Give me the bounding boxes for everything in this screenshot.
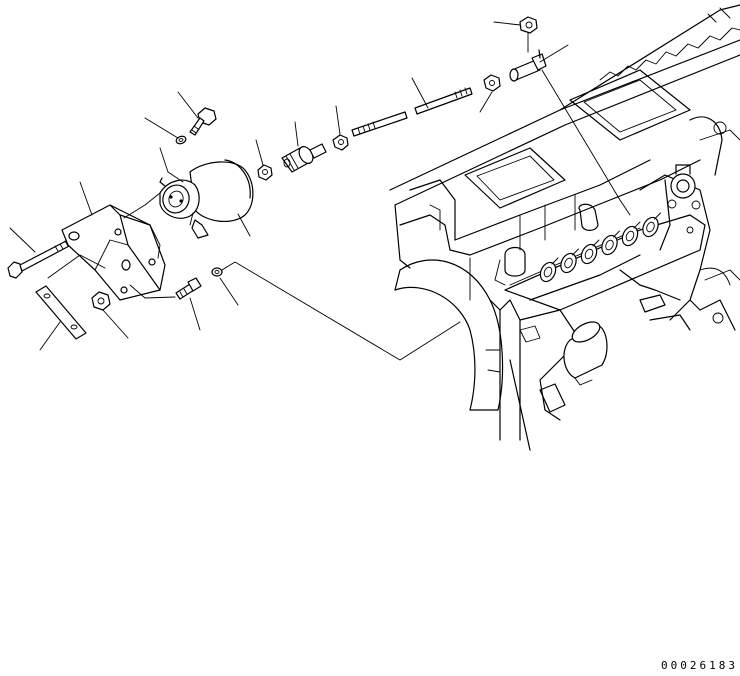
washer-nipple bbox=[211, 267, 223, 277]
injection-nozzle bbox=[580, 239, 600, 265]
injection-nozzle bbox=[601, 230, 620, 256]
nipple bbox=[175, 277, 202, 300]
leader-lines bbox=[9, 21, 631, 361]
injection-nozzle bbox=[642, 212, 661, 238]
bolt-top bbox=[189, 107, 217, 136]
drawing-number: 00026183 bbox=[661, 659, 738, 672]
spacer-bar bbox=[35, 285, 87, 340]
injection-nozzle bbox=[539, 257, 559, 283]
ball-joint bbox=[509, 49, 547, 82]
injection-pump bbox=[504, 116, 740, 331]
nut-bracket bbox=[91, 291, 111, 311]
bracket bbox=[61, 204, 166, 301]
solenoid bbox=[159, 159, 254, 239]
bolt-long bbox=[7, 239, 72, 279]
joint bbox=[281, 143, 327, 173]
nut-rod-end bbox=[483, 74, 501, 92]
nut-rod-a bbox=[257, 164, 273, 181]
washer-top bbox=[175, 135, 187, 145]
injection-nozzle bbox=[560, 248, 579, 274]
nut-rod-b bbox=[332, 134, 349, 151]
injection-nozzle bbox=[621, 221, 641, 247]
oil-filter bbox=[563, 321, 608, 386]
rod bbox=[351, 87, 473, 137]
nut-top bbox=[519, 16, 538, 34]
engine-assembly bbox=[389, 4, 740, 451]
